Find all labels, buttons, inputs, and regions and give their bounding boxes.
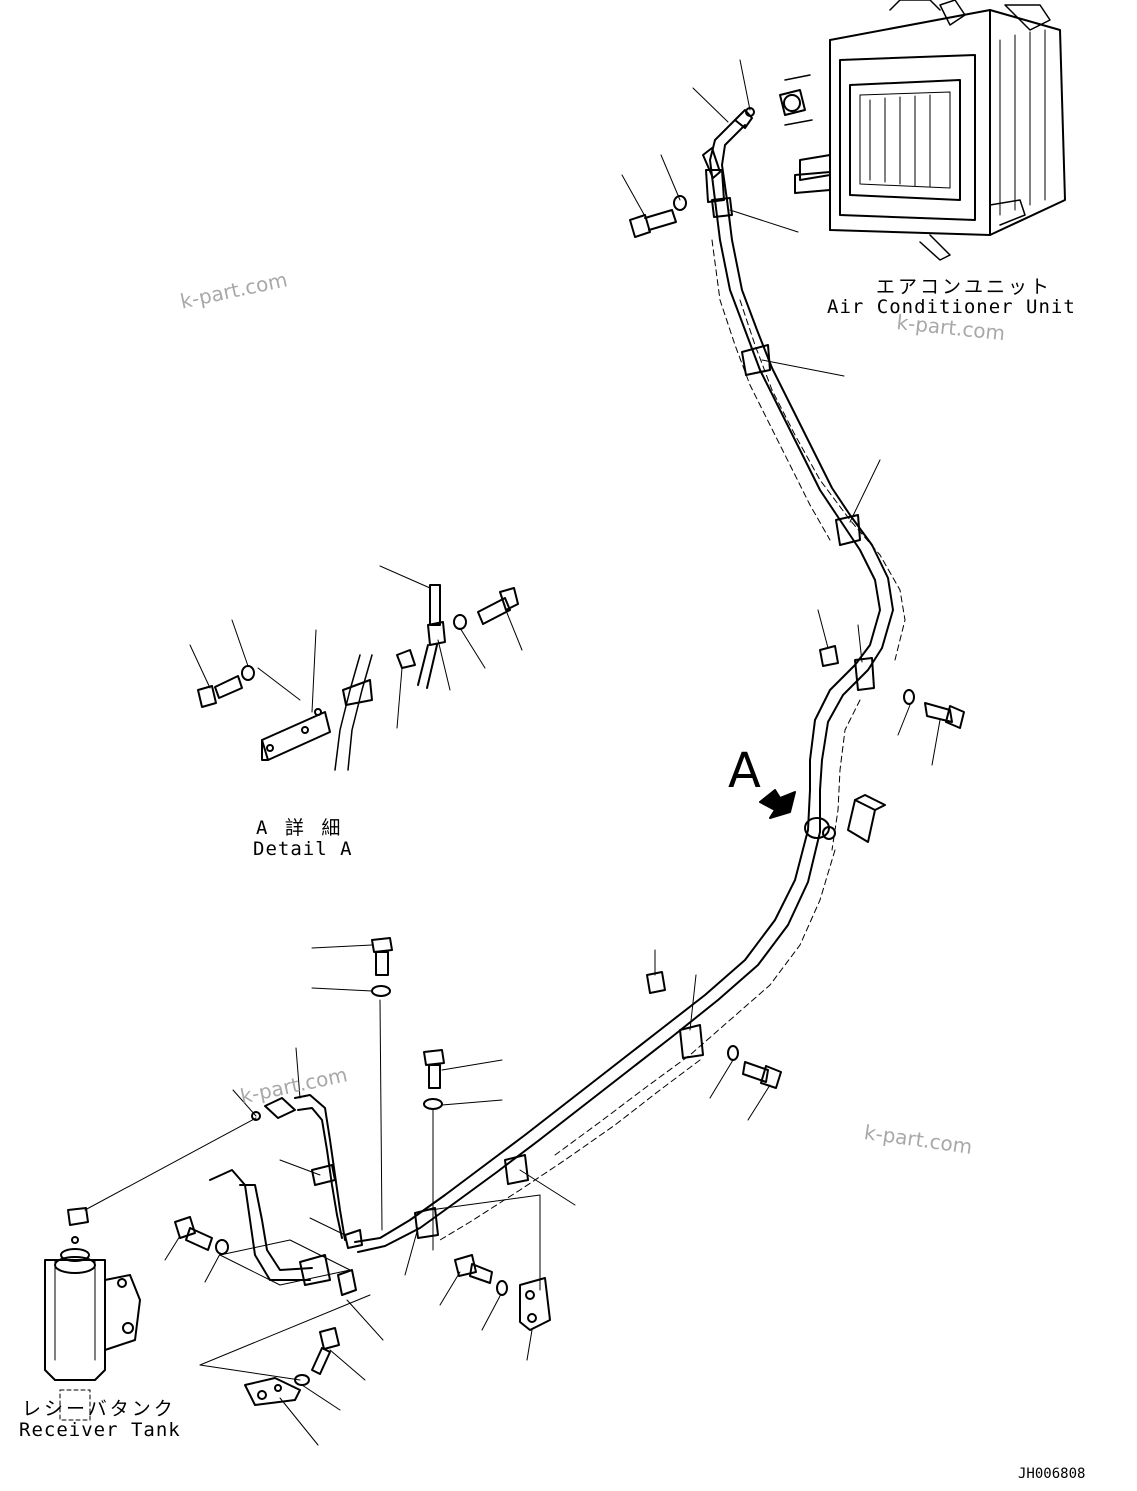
receiver-hoses [174, 1094, 551, 1406]
upper-fasteners [371, 195, 965, 1110]
receiver-tank-label-jp: レシーバタンク [22, 1398, 176, 1420]
receiver-tank [44, 1207, 141, 1421]
hose-route [354, 107, 906, 1253]
detail-a-inset [197, 584, 519, 771]
air-conditioner-unit [779, 0, 1066, 261]
drawing-code: JH006808 [1018, 1466, 1086, 1482]
air-conditioner-label-en: Air Conditioner Unit [827, 296, 1076, 318]
detail-a-label-en: Detail A [253, 838, 353, 860]
view-marker-a: A [728, 743, 761, 799]
air-conditioner-label-jp: エアコンユニット [876, 276, 1053, 298]
view-arrow-icon [759, 789, 796, 819]
clamps [344, 344, 875, 1249]
receiver-tank-label-en: Receiver Tank [19, 1419, 181, 1441]
leader-lines [84, 59, 941, 1446]
detail-a-label-jp: A 詳 細 [256, 817, 344, 839]
mounting-block [847, 794, 886, 843]
